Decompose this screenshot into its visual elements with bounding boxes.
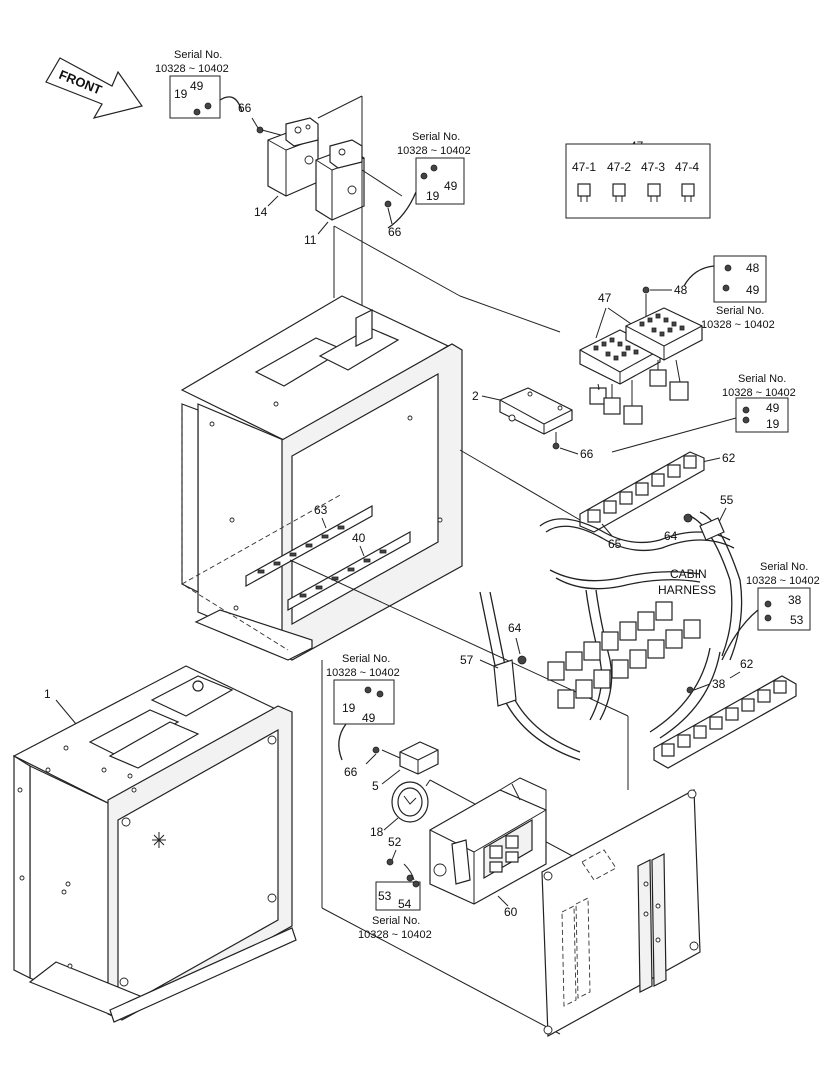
cabinet-1: 1 xyxy=(12,665,297,1023)
svg-text:18: 18 xyxy=(370,825,384,839)
serial-label: Serial No. xyxy=(174,49,222,61)
part-label-49: 49 xyxy=(190,79,204,93)
svg-text:49: 49 xyxy=(444,179,458,193)
svg-text:19: 19 xyxy=(766,417,780,431)
fuse-icons xyxy=(577,183,695,202)
svg-text:10328 ~ 10402: 10328 ~ 10402 xyxy=(397,145,471,157)
svg-text:38: 38 xyxy=(788,593,802,607)
svg-text:49: 49 xyxy=(362,711,376,725)
svg-text:63: 63 xyxy=(314,503,328,517)
svg-text:66: 66 xyxy=(344,765,358,779)
connector-cells-upper xyxy=(587,455,697,523)
svg-text:55: 55 xyxy=(720,493,734,507)
connector-strip-62-lower: 62 xyxy=(653,657,797,769)
svg-text:38: 38 xyxy=(712,677,726,691)
serial-box-top-left: Serial No. 10328 ~ 10402 49 19 xyxy=(155,49,243,119)
svg-text:40: 40 xyxy=(352,531,366,545)
svg-text:53: 53 xyxy=(790,613,804,627)
svg-text:Serial No.: Serial No. xyxy=(372,915,420,927)
svg-text:10328 ~ 10402: 10328 ~ 10402 xyxy=(722,387,796,399)
svg-text:48: 48 xyxy=(746,261,760,275)
svg-text:62: 62 xyxy=(722,451,736,465)
svg-text:Serial No.: Serial No. xyxy=(342,653,390,665)
svg-text:49: 49 xyxy=(746,283,760,297)
svg-text:Serial No.: Serial No. xyxy=(716,305,764,317)
back-panel xyxy=(541,789,701,1037)
cabinet-upper: 63 40 xyxy=(180,295,463,661)
harness-connectors xyxy=(547,601,701,709)
svg-text:Serial No.: Serial No. xyxy=(412,131,460,143)
svg-text:60: 60 xyxy=(504,905,518,919)
svg-text:57: 57 xyxy=(460,653,474,667)
serial-range: 10328 ~ 10402 xyxy=(155,63,229,75)
svg-text:64: 64 xyxy=(508,621,522,635)
serial-box-38-53: Serial No. 10328 ~ 10402 38 53 xyxy=(721,561,820,661)
svg-text:52: 52 xyxy=(388,835,402,849)
svg-text:49: 49 xyxy=(766,401,780,415)
svg-text:Serial No.: Serial No. xyxy=(760,561,808,573)
part-label-14: 14 xyxy=(254,205,268,219)
svg-text:5: 5 xyxy=(372,779,379,793)
fuse-label-2: 47-2 xyxy=(607,160,631,174)
svg-text:Serial No.: Serial No. xyxy=(738,373,786,385)
svg-text:47: 47 xyxy=(598,291,612,305)
fuse-label-4: 47-4 xyxy=(675,160,699,174)
svg-text:10328 ~ 10402: 10328 ~ 10402 xyxy=(701,319,775,331)
fuse-box-assembly: 47 xyxy=(579,291,703,425)
fuse-cells xyxy=(593,313,685,361)
svg-text:19: 19 xyxy=(342,701,356,715)
connector-cells-lower xyxy=(661,680,787,757)
serial-box-49-19-right: Serial No. 10328 ~ 10402 49 19 xyxy=(611,373,796,453)
module-60: 60 xyxy=(429,777,547,919)
cabin-harness-label-1: CABIN xyxy=(670,567,707,581)
fuse-group-box: 47 47-1 47-2 47-3 47-4 xyxy=(565,139,711,219)
part-label-66: 66 xyxy=(238,101,252,115)
serial-box-48-49: 48 49 Serial No. 10328 ~ 10402 48 xyxy=(642,255,775,331)
serial-box-mid-top: Serial No. 10328 ~ 10402 49 19 66 xyxy=(384,131,471,239)
relay-14-and-11: 66 14 11 xyxy=(238,95,403,316)
svg-text:10328 ~ 10402: 10328 ~ 10402 xyxy=(358,929,432,941)
fuse-label-1: 47-1 xyxy=(572,160,596,174)
svg-text:53: 53 xyxy=(378,889,392,903)
svg-text:66: 66 xyxy=(388,225,402,239)
svg-text:19: 19 xyxy=(426,189,440,203)
svg-text:1: 1 xyxy=(44,687,51,701)
svg-text:48: 48 xyxy=(674,283,688,297)
ground-symbol xyxy=(152,832,166,848)
svg-text:54: 54 xyxy=(398,897,412,911)
connector-strip-62-upper: 62 xyxy=(579,451,736,533)
part-label-11: 11 xyxy=(304,233,317,247)
svg-text:10328 ~ 10402: 10328 ~ 10402 xyxy=(746,575,820,587)
svg-text:66: 66 xyxy=(580,447,594,461)
part-label-19: 19 xyxy=(174,87,188,101)
controller-2: 2 66 xyxy=(472,387,594,461)
cabin-harness: 55 64 65 CABIN HARNESS 57 64 38 xyxy=(460,493,743,761)
svg-text:2: 2 xyxy=(472,389,479,403)
svg-text:10328 ~ 10402: 10328 ~ 10402 xyxy=(326,667,400,679)
rail-holes xyxy=(257,525,387,598)
svg-text:62: 62 xyxy=(740,657,754,671)
front-arrow: FRONT xyxy=(45,57,143,119)
fuse-label-3: 47-3 xyxy=(641,160,665,174)
serial-box-19-49-lower: Serial No. 10328 ~ 10402 19 49 xyxy=(326,653,400,761)
parts-5-18-66: 66 5 18 xyxy=(344,741,581,861)
cabin-harness-label-2: HARNESS xyxy=(658,583,716,597)
serial-box-53-54: 52 53 54 Serial No. 10328 ~ 10402 xyxy=(358,835,432,941)
